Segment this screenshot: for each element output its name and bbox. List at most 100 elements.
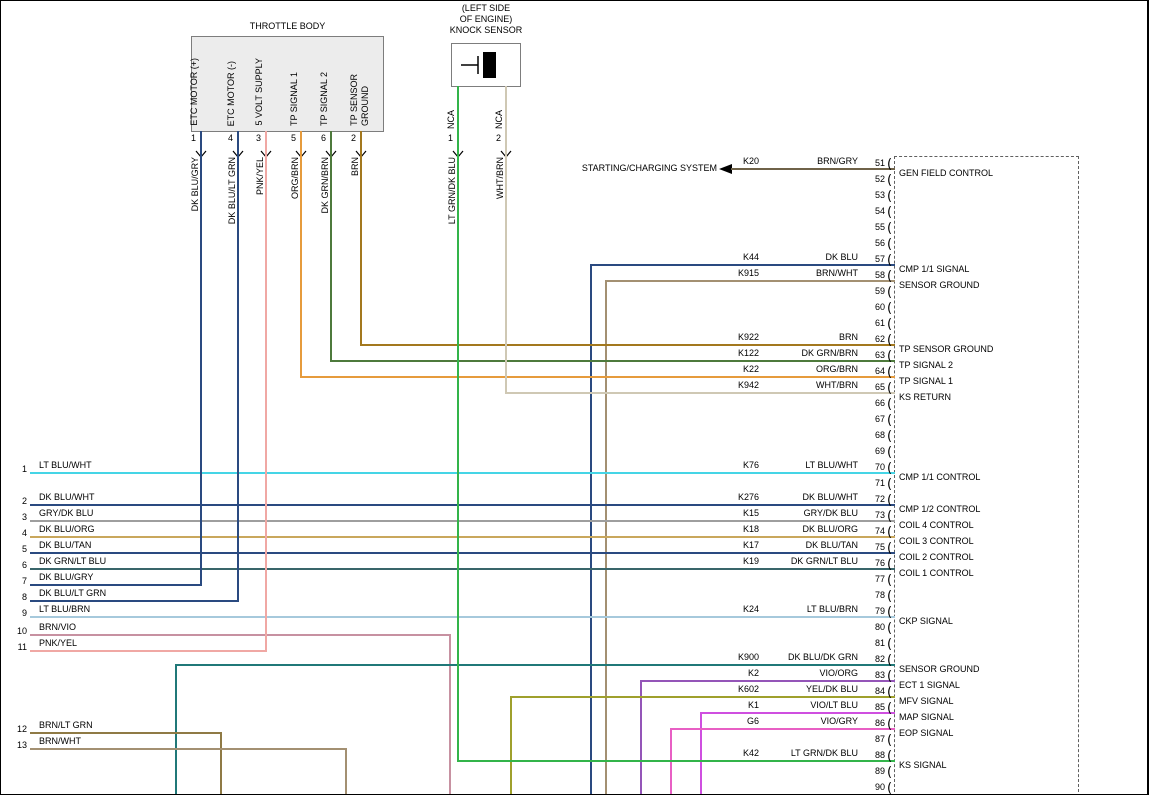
direction-arrow-icon — [719, 164, 732, 174]
wire-code-label-K2: K2 — [747, 668, 759, 678]
connector-pin-terminal-icon-68: ( — [887, 429, 893, 444]
connector-pin-number-67: 67 — [874, 414, 885, 424]
connector-pin-terminal-icon-58: ( — [887, 269, 893, 284]
connector-pin-terminal-icon-79: ( — [887, 605, 893, 620]
connector-pin-terminal-icon-77: ( — [887, 573, 893, 588]
left-wire-label-9: LT BLU/BRN — [39, 604, 91, 614]
throttle-body-wire-color-label: DK BLU/LT GRN — [227, 157, 237, 225]
wire-code-label-K17: K17 — [742, 540, 759, 550]
wire-brn-vio-row10-seg1 — [449, 634, 451, 794]
wire-k76-lt-blu-wht-seg0 — [30, 472, 895, 474]
connector-pin-number-73: 73 — [874, 510, 885, 520]
wire-k1-vio-lt-blu-seg0 — [700, 712, 702, 794]
left-wire-label-7: DK BLU/GRY — [39, 572, 94, 582]
knock-title-line3: KNOCK SENSOR — [449, 25, 523, 35]
left-wire-number-7: 7 — [21, 576, 27, 586]
wire-color-name-K22: ORG/BRN — [815, 364, 858, 374]
knock-sensor-pin-number-1: 1 — [447, 133, 453, 143]
connector-pin-number-53: 53 — [874, 190, 885, 200]
left-wire-number-1: 1 — [21, 464, 27, 474]
pcm-connector-box — [894, 156, 1079, 794]
wire-k2-vio-org-seg1 — [640, 680, 895, 682]
wire-color-name-K900: DK BLU/DK GRN — [787, 652, 858, 662]
wire-k2-vio-org-seg0 — [640, 680, 642, 794]
left-wire-label-2: DK BLU/WHT — [39, 492, 95, 502]
connector-pin-number-83: 83 — [874, 670, 885, 680]
connector-pin-number-85: 85 — [874, 702, 885, 712]
connector-pin-number-57: 57 — [874, 254, 885, 264]
wire-color-name-K42: LT GRN/DK BLU — [790, 748, 858, 758]
wire-color-name-K17: DK BLU/TAN — [805, 540, 858, 550]
connector-pin-label-51: GEN FIELD CONTROL — [899, 168, 994, 178]
connector-pin-number-71: 71 — [874, 478, 885, 488]
connector-pin-label-73: COIL 4 CONTROL — [899, 520, 974, 530]
wire-code-label-K915: K915 — [737, 268, 759, 278]
connector-pin-number-80: 80 — [874, 622, 885, 632]
throttle-body-pin-label: TP SENSOR — [349, 74, 359, 126]
throttle-body-wire-color-label: PNK/YEL — [255, 157, 265, 196]
wire-k276-dk-blu-wht-seg0 — [30, 504, 895, 506]
knock-sensor-pin-number-2: 2 — [495, 133, 501, 143]
wire-k44-dk-blu-seg1 — [590, 264, 895, 266]
connector-pin-number-54: 54 — [874, 206, 885, 216]
wire-color-name-K18: DK BLU/ORG — [802, 524, 858, 534]
knock-sensor-pin-label: NCA — [446, 109, 456, 129]
wire-code-label-K15: K15 — [742, 508, 759, 518]
wire-color-name-K602: YEL/DK BLU — [805, 684, 858, 694]
connector-pin-label-82: SENSOR GROUND — [899, 664, 980, 674]
wire-k22-org-brn-seg0 — [300, 131, 302, 378]
connector-pin-terminal-icon-90: ( — [887, 781, 893, 795]
connector-pin-number-51: 51 — [874, 158, 885, 168]
wire-g6-vio-gry-seg1 — [670, 728, 895, 730]
connector-pin-number-88: 88 — [874, 750, 885, 760]
wire-color-name-K122: DK GRN/BRN — [801, 348, 858, 358]
connector-pin-number-87: 87 — [874, 734, 885, 744]
wire-brn-vio-row10-seg0 — [30, 634, 451, 636]
knock-sensor-wire-color-label: WHT/BRN — [495, 157, 505, 199]
connector-pin-terminal-icon-85: ( — [887, 701, 893, 716]
wire-code-label-K122: K122 — [737, 348, 759, 358]
wire-k122-dk-grn-brn-seg1 — [330, 360, 895, 362]
left-wire-label-6: DK GRN/LT BLU — [39, 556, 107, 566]
connector-pin-label-79: CKP SIGNAL — [899, 616, 953, 626]
throttle-body-title: THROTTLE BODY — [249, 21, 326, 31]
connector-pin-number-78: 78 — [874, 590, 885, 600]
left-wire-label-8: DK BLU/LT GRN — [39, 588, 107, 598]
connector-pin-terminal-icon-51: ( — [887, 157, 893, 172]
wire-k602-yel-dk-blu-seg0 — [510, 696, 512, 794]
left-wire-number-6: 6 — [21, 560, 27, 570]
left-wire-number-12: 12 — [16, 724, 27, 734]
wire-code-label-K900: K900 — [737, 652, 759, 662]
starting-charging-system-label: STARTING/CHARGING SYSTEM — [581, 163, 717, 173]
throttle-body-pin-label: TP SIGNAL 2 — [319, 71, 329, 126]
throttle-body-pin-number-6: 6 — [320, 133, 326, 143]
wire-k602-yel-dk-blu-seg1 — [510, 696, 895, 698]
connector-pin-terminal-icon-59: ( — [887, 285, 893, 300]
connector-pin-number-60: 60 — [874, 302, 885, 312]
wire-brn-lt-grn-row12-seg1 — [220, 732, 222, 794]
connector-pin-label-84: MFV SIGNAL — [899, 696, 954, 706]
wire-color-name-K44: DK BLU — [825, 252, 858, 262]
wire-k900-dk-blu-dk-grn-seg0 — [175, 664, 177, 794]
wire-color-name-K915: BRN/WHT — [816, 268, 858, 278]
wire-color-name-K20: BRN/GRY — [817, 156, 858, 166]
wire-color-name-K2: VIO/ORG — [819, 668, 858, 678]
wire-k20-brn-gry-seg0 — [731, 168, 895, 170]
throttle-body-box — [191, 36, 384, 132]
connector-pin-terminal-icon-64: ( — [887, 365, 893, 380]
connector-pin-terminal-icon-63: ( — [887, 349, 893, 364]
wire-pnk-yel-row11-seg0 — [265, 131, 267, 652]
wire-brn-lt-grn-row12-seg0 — [30, 732, 222, 734]
wire-brn-wht-row13-seg1 — [345, 748, 347, 794]
connector-pin-terminal-icon-84: ( — [887, 685, 893, 700]
knock-title-line2: OF ENGINE) — [459, 14, 513, 24]
wire-dk-blu-lt-grn-row8-seg0 — [237, 131, 239, 602]
connector-pin-terminal-icon-82: ( — [887, 653, 893, 668]
left-wire-label-3: GRY/DK BLU — [39, 508, 94, 518]
wire-k922-brn-seg1 — [360, 344, 895, 346]
throttle-body-pin-number-5: 5 — [290, 133, 296, 143]
left-wire-number-3: 3 — [21, 512, 27, 522]
connector-pin-number-65: 65 — [874, 382, 885, 392]
connector-pin-terminal-icon-56: ( — [887, 237, 893, 252]
connector-pin-terminal-icon-54: ( — [887, 205, 893, 220]
